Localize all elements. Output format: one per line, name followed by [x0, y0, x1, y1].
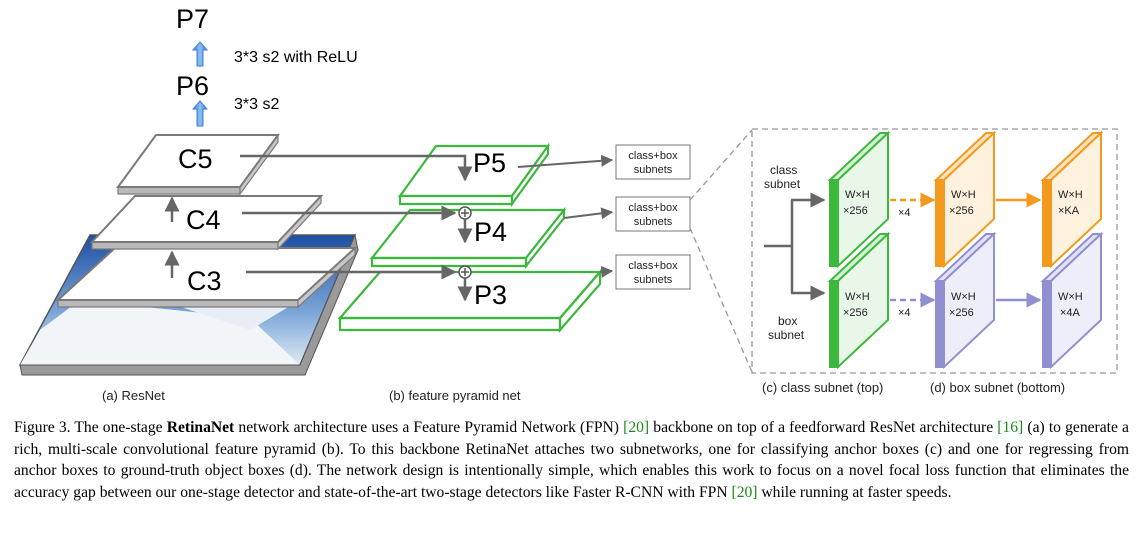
zoom-line-top	[689, 129, 753, 201]
resnet-caption: (a) ResNet	[102, 388, 165, 403]
p4-to-subnets-arrow	[563, 207, 614, 220]
c5-to-p5-arrow	[240, 154, 473, 182]
class-input-feature	[827, 130, 891, 269]
feat-wxh: W×H	[1058, 189, 1083, 201]
retinanet-diagram: P7 3*3 s2 with ReLU P6 3*3 s2 C3 C4 C5 (…	[18, 4, 1118, 403]
box-repeat-label: ×4	[898, 307, 911, 319]
p3-to-subnets-arrow	[599, 265, 614, 278]
feat-channels: ×256	[843, 307, 868, 319]
caption-bold-retinanet: RetinaNet	[166, 419, 235, 436]
figure-caption: Figure 3. The one-stage RetinaNet networ…	[14, 417, 1129, 503]
c4-layer	[89, 194, 324, 251]
class-subnet-label-2: subnet	[764, 177, 801, 191]
p5-label: P5	[473, 148, 506, 178]
caption-part-1: network architecture uses a Feature Pyra…	[234, 419, 624, 436]
subnets-box-p5: class+box subnets	[615, 144, 691, 180]
c4-label: C4	[186, 205, 221, 235]
subnets-box-line1: class+box	[628, 202, 678, 214]
caption-part-2: backbone on top of a feedforward ResNet …	[649, 419, 998, 436]
feat-channels: ×256	[843, 205, 868, 217]
box-subnet-label-2: subnet	[768, 328, 805, 342]
box-hidden-feature	[933, 231, 997, 370]
citation-link-20-second[interactable]: [20]	[731, 483, 758, 501]
class-hidden-feature	[933, 130, 997, 269]
caption-part-3: (a) to generate a rich, multi-scale conv…	[14, 419, 1129, 501]
caption-prefix: Figure 3. The one-stage	[14, 419, 167, 436]
class-output-feature	[1040, 130, 1104, 269]
subnets-box-line2: subnets	[634, 216, 673, 228]
p7-label: P7	[176, 4, 209, 34]
box-input-feature	[827, 231, 891, 370]
p6-conv-note: 3*3 s2	[234, 96, 279, 113]
class-output-channels: ×KA	[1058, 205, 1080, 217]
subnets-box-line1: class+box	[628, 260, 678, 272]
subnets-box-line2: subnets	[634, 274, 673, 286]
p3-merge-icon	[458, 265, 472, 279]
subnets-box-line1: class+box	[628, 150, 678, 162]
feat-wxh: W×H	[845, 189, 870, 201]
p5-layer	[397, 142, 551, 208]
fpn-caption: (b) feature pyramid net	[389, 388, 521, 403]
feat-wxh: W×H	[951, 291, 976, 303]
box-output-feature	[1040, 231, 1104, 370]
c3-label: C3	[187, 266, 222, 296]
p7-conv-note: 3*3 s2 with ReLU	[234, 49, 358, 66]
subnets-box-line2: subnets	[634, 164, 673, 176]
box-subnet-label-1: box	[778, 314, 797, 328]
citation-link-20[interactable]: [20]	[623, 419, 650, 436]
class-repeat-label: ×4	[898, 207, 911, 219]
c5-label: C5	[178, 144, 213, 174]
p6-label: P6	[176, 71, 209, 101]
feat-channels: ×256	[949, 205, 974, 217]
class-subnet-label-1: class	[770, 163, 797, 177]
caption-part-4: while running at faster speeds.	[757, 483, 952, 501]
feat-wxh: W×H	[1058, 291, 1083, 303]
box-subnet-caption: (d) box subnet (bottom)	[930, 380, 1065, 395]
zoom-line-bottom	[689, 227, 753, 373]
subnet-detail-frame	[751, 128, 1118, 374]
class-subnet-caption: (c) class subnet (top)	[762, 380, 883, 395]
p3-layer	[337, 269, 603, 333]
subnets-box-p4: class+box subnets	[615, 196, 691, 232]
p7-up-arrow-icon	[191, 41, 209, 67]
feat-channels: ×256	[949, 307, 974, 319]
p3-label: P3	[474, 280, 507, 310]
p4-merge-icon	[458, 206, 472, 220]
feat-wxh: W×H	[951, 189, 976, 201]
citation-link-16[interactable]: [16]	[997, 419, 1024, 436]
box-output-channels: ×4A	[1060, 307, 1081, 319]
p6-up-arrow-icon	[191, 100, 209, 127]
c3-layer	[55, 246, 358, 309]
subnets-box-p3: class+box subnets	[615, 254, 691, 290]
p4-label: P4	[474, 217, 507, 247]
p5-to-subnets-arrow	[517, 154, 614, 168]
c5-layer	[116, 133, 280, 196]
subnet-input-branch	[764, 200, 794, 293]
feat-wxh: W×H	[845, 291, 870, 303]
